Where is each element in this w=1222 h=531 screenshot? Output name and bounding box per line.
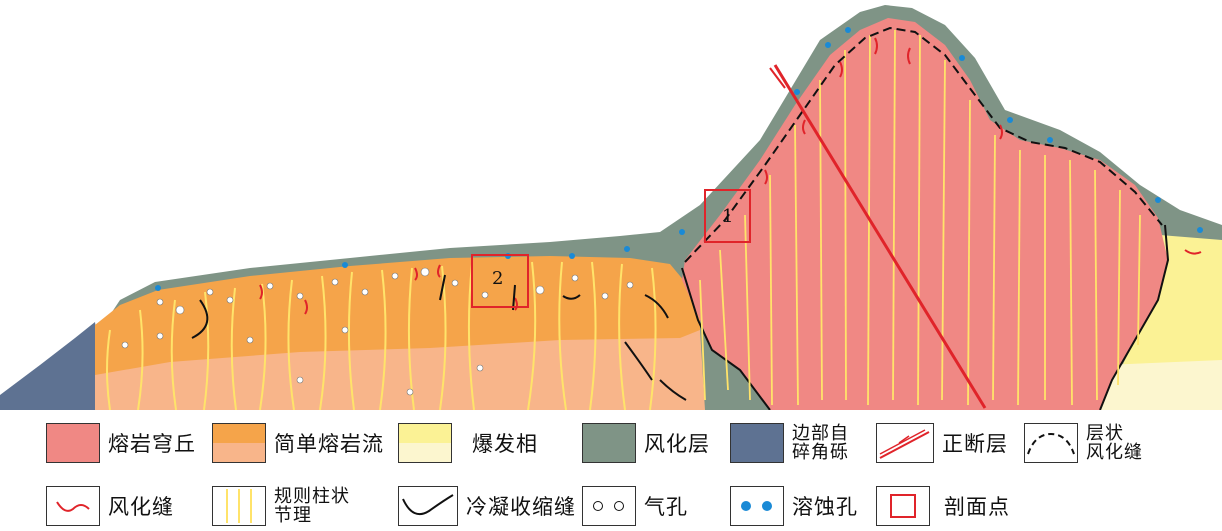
dissolution-pore-swatch — [730, 486, 784, 526]
dome-swatch — [46, 423, 100, 463]
svg-text:1: 1 — [722, 206, 733, 227]
explosive-swatch — [398, 423, 452, 463]
legend-vesicle: 气孔 — [582, 486, 688, 526]
legend-vesicle-label: 气孔 — [644, 495, 688, 519]
geologic-cross-section: 1 2 — [0, 5, 1222, 410]
columnar-joints-flow — [106, 261, 657, 410]
lava-flow-lower — [95, 330, 705, 410]
legend-dissolution-pore: 溶蚀孔 — [730, 486, 858, 526]
legend-cooling-crack-label: 冷凝收缩缝 — [466, 495, 576, 519]
legend-weathering-crack: 风化缝 — [46, 486, 174, 526]
legend-simple-flow-label: 简单熔岩流 — [274, 432, 384, 456]
cooling-crack-swatch — [398, 486, 458, 526]
columnar-joints-dome — [699, 29, 1141, 406]
vesicle-swatch — [582, 486, 636, 526]
lava-dome — [682, 18, 1168, 410]
cooling-cracks — [191, 274, 687, 401]
legend-explosive-label: 爆发相 — [472, 432, 538, 456]
legend-normal-fault: 正断层 — [876, 423, 1008, 463]
weathered-layer-swatch — [582, 423, 636, 463]
legend-explosive: 爆发相 — [398, 423, 538, 463]
normal-fault — [769, 64, 987, 409]
profile-point-1[interactable]: 1 — [704, 189, 751, 243]
columnar-joint-swatch — [212, 486, 266, 526]
legend-columnar-joint-label: 规则柱状 节理 — [274, 486, 350, 526]
legend-profile-point-label: 剖面点 — [944, 495, 1010, 519]
layered-crack-swatch — [1024, 423, 1078, 463]
legend-layered-crack-label: 层状 风化缝 — [1086, 423, 1143, 463]
legend-columnar-joint: 规则柱状 节理 — [212, 486, 350, 526]
legend-normal-fault-label: 正断层 — [942, 432, 1008, 456]
profile-point-swatch — [876, 486, 930, 526]
legend-simple-flow: 简单熔岩流 — [212, 423, 384, 463]
simple-flow-swatch — [212, 423, 266, 463]
legend-dissolution-pore-label: 溶蚀孔 — [792, 495, 858, 519]
legend-edge-breccia: 边部自 碎角砾 — [730, 423, 849, 463]
legend-layered-crack: 层状 风化缝 — [1024, 423, 1143, 463]
edge-breccia-swatch — [730, 423, 784, 463]
explosive-facies-lower — [1098, 360, 1222, 410]
layered-weathering-crack — [684, 26, 1163, 263]
legend-profile-point: 剖面点 — [876, 486, 1010, 526]
vesicles — [121, 267, 634, 396]
weathering-cracks — [259, 37, 1202, 315]
dissolution-pores — [155, 27, 1203, 291]
legend-cooling-crack: 冷凝收缩缝 — [398, 486, 576, 526]
legend-dome-label: 熔岩穹丘 — [108, 432, 196, 456]
legend-weathering-crack-label: 风化缝 — [108, 495, 174, 519]
profile-point-2[interactable]: 2 — [471, 254, 529, 308]
legend-edge-breccia-label: 边部自 碎角砾 — [792, 423, 849, 463]
legend-dome: 熔岩穹丘 — [46, 423, 196, 463]
legend-weathered-layer-label: 风化层 — [644, 432, 710, 456]
edge-breccia — [0, 322, 100, 410]
normal-fault-swatch — [876, 423, 934, 463]
weathering-crack-swatch — [46, 486, 100, 526]
svg-text:2: 2 — [492, 268, 503, 289]
legend-weathered-layer: 风化层 — [582, 423, 710, 463]
